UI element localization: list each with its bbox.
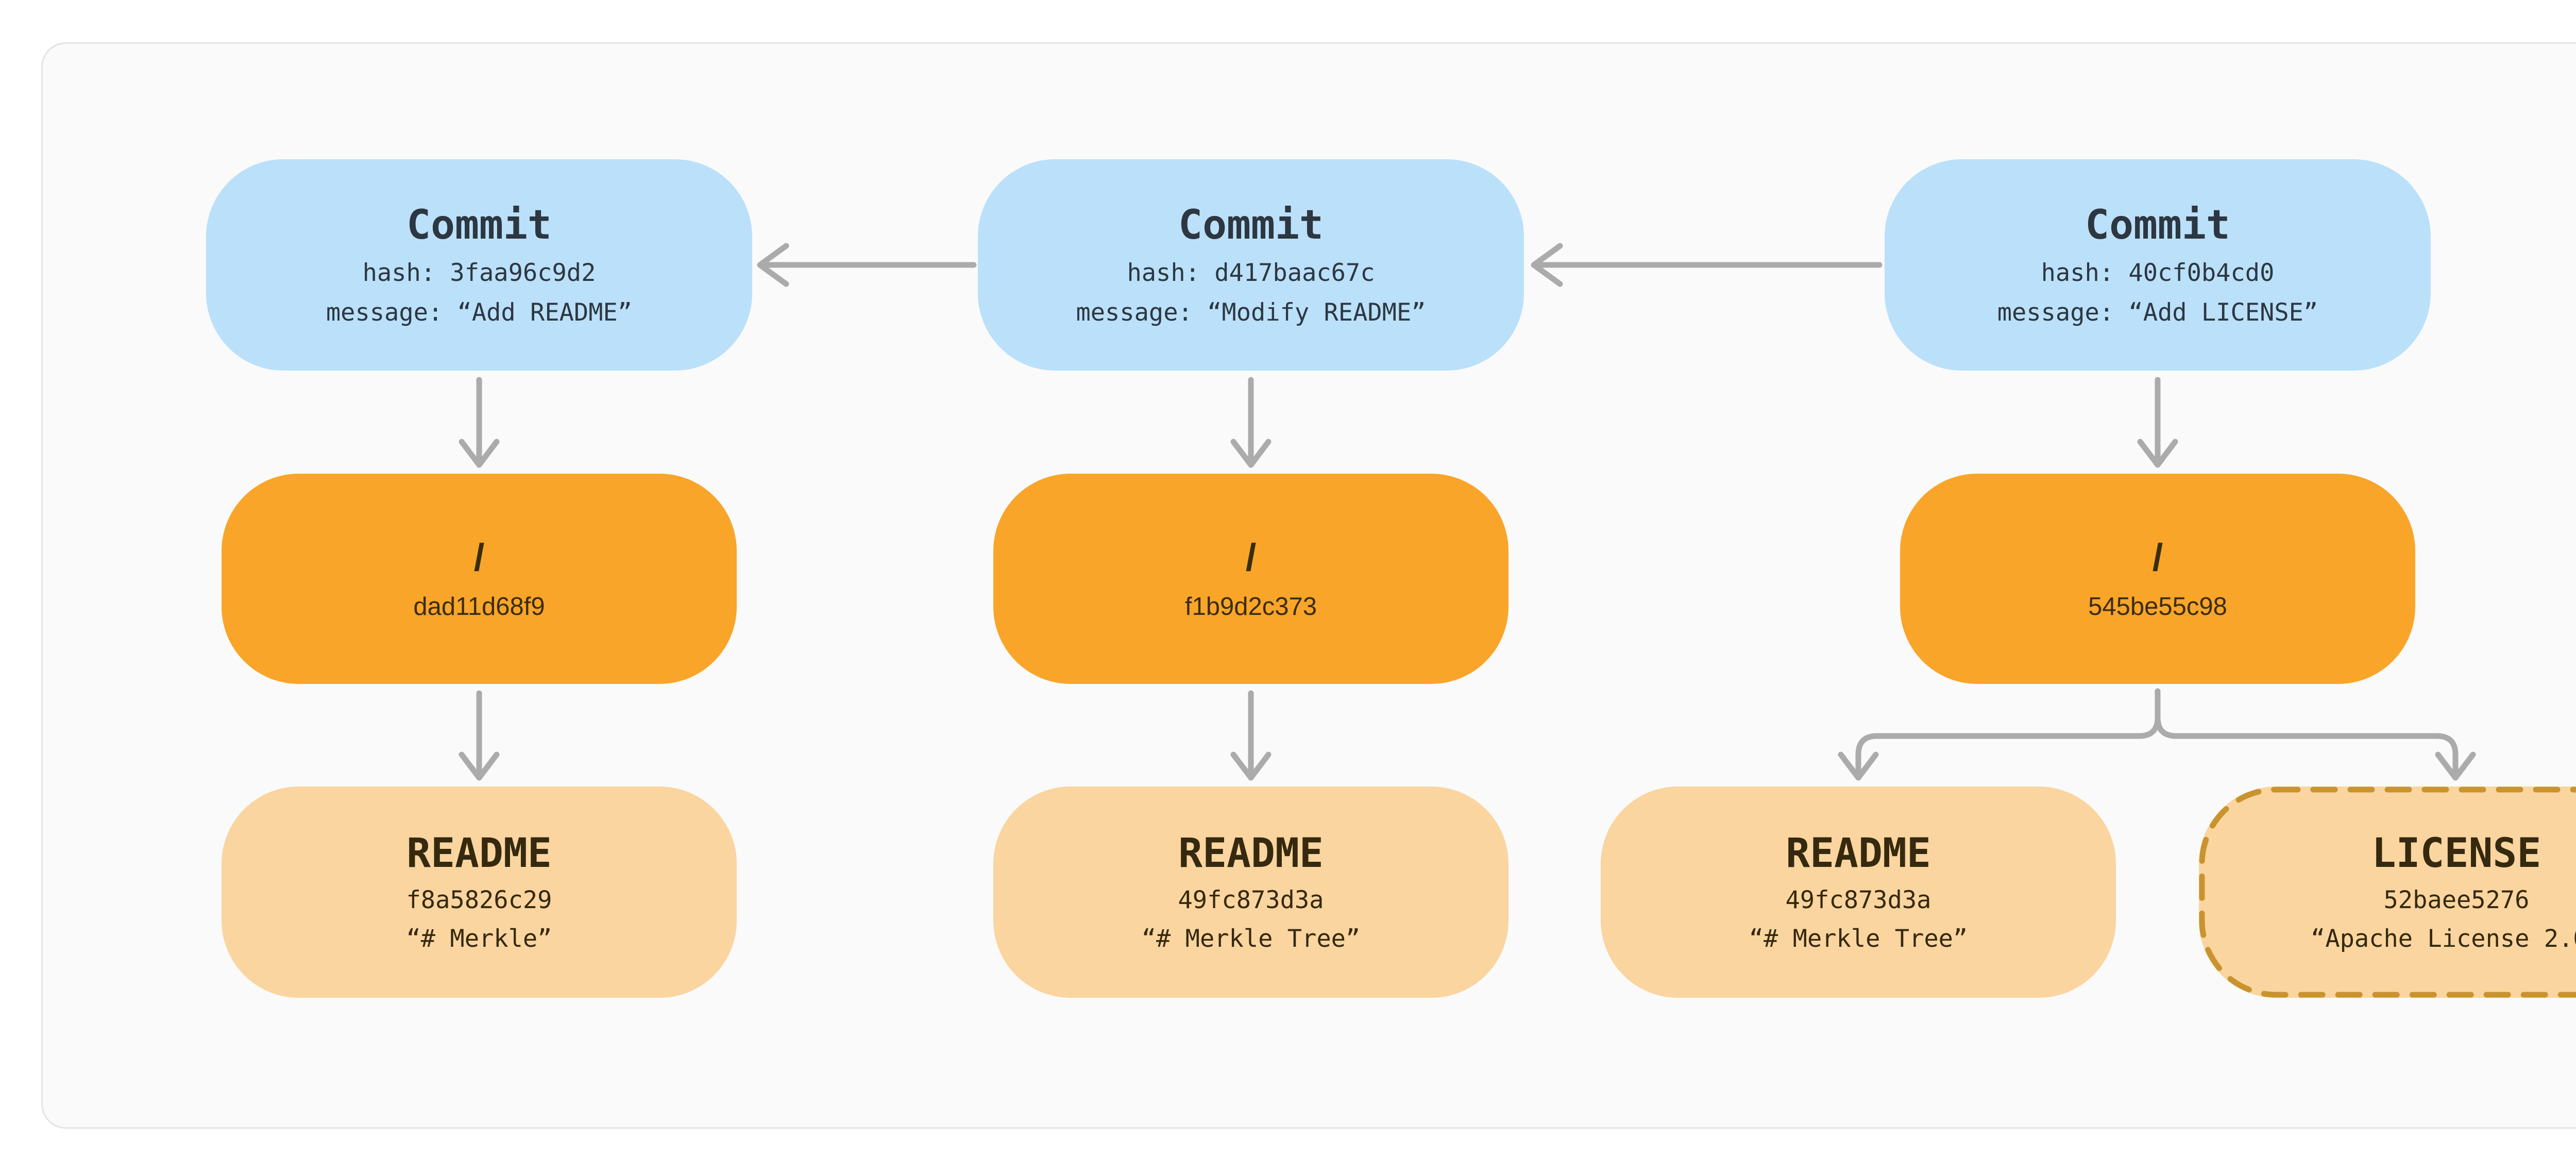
readme-node-1: README f8a5826c29 “# Merkle” [222, 787, 737, 998]
readme-node-2: README 49fc873d3a “# Merkle Tree” [993, 787, 1509, 998]
commit-3-title: Commit [2085, 202, 2230, 248]
license-title: LICENSE [2371, 830, 2541, 877]
commit-node-1: Commit hash: 3faa96c9d2 message: “Add RE… [206, 159, 752, 371]
root-tree-node-2: / f1b9d2c373 [993, 474, 1509, 684]
arrow-root3-to-readme3 [1841, 691, 2158, 778]
commit-node-2: Commit hash: d417baac67c message: “Modif… [978, 159, 1524, 371]
license-node: LICENSE 52baee5276 “Apache License 2.0” [2199, 787, 2576, 998]
arrow-commit2-to-root2 [1233, 380, 1268, 465]
root-3-hash: 545be55c98 [2088, 592, 2227, 621]
commit-node-3: Commit hash: 40cf0b4cd0 message: “Add LI… [1885, 159, 2431, 371]
root-2-title: / [1245, 536, 1257, 579]
readme-3-title: README [1786, 830, 1931, 877]
root-tree-node-1: / dad11d68f9 [222, 474, 737, 684]
readme-3-content: “# Merkle Tree” [1749, 925, 1968, 953]
root-3-title: / [2152, 536, 2163, 579]
readme-2-content: “# Merkle Tree” [1141, 925, 1361, 953]
root-1-title: / [473, 536, 485, 579]
arrow-root3-to-license [2158, 691, 2473, 778]
arrow-commit1-to-root1 [462, 380, 497, 465]
commit-1-title: Commit [406, 202, 552, 248]
readme-1-title: README [406, 830, 552, 877]
arrow-root2-to-readme2 [1233, 693, 1268, 778]
arrow-root1-to-readme1 [462, 693, 497, 778]
readme-2-title: README [1178, 830, 1324, 877]
root-1-hash: dad11d68f9 [413, 592, 545, 621]
readme-1-content: “# Merkle” [406, 925, 552, 953]
arrow-commit3-to-root3 [2140, 380, 2175, 465]
arrow-commit2-to-commit1 [760, 246, 974, 284]
license-hash: 52baee5276 [2383, 886, 2530, 914]
commit-1-hash: hash: 3faa96c9d2 [362, 259, 596, 287]
commit-2-title: Commit [1178, 202, 1324, 248]
readme-3-hash: 49fc873d3a [1785, 886, 1931, 914]
commit-2-message: message: “Modify README” [1076, 298, 1426, 327]
commit-2-hash: hash: d417baac67c [1127, 259, 1375, 287]
readme-1-hash: f8a5826c29 [406, 886, 552, 914]
readme-node-3: README 49fc873d3a “# Merkle Tree” [1601, 787, 2116, 998]
root-tree-node-3: / 545be55c98 [1900, 474, 2415, 684]
commit-1-message: message: “Add README” [326, 298, 633, 327]
readme-2-hash: 49fc873d3a [1178, 886, 1324, 914]
commit-3-message: message: “Add LICENSE” [1997, 298, 2318, 327]
license-content: “Apache License 2.0” [2311, 925, 2576, 953]
root-2-hash: f1b9d2c373 [1184, 592, 1317, 621]
commit-3-hash: hash: 40cf0b4cd0 [2041, 259, 2275, 287]
arrow-commit3-to-commit2 [1534, 246, 1879, 284]
